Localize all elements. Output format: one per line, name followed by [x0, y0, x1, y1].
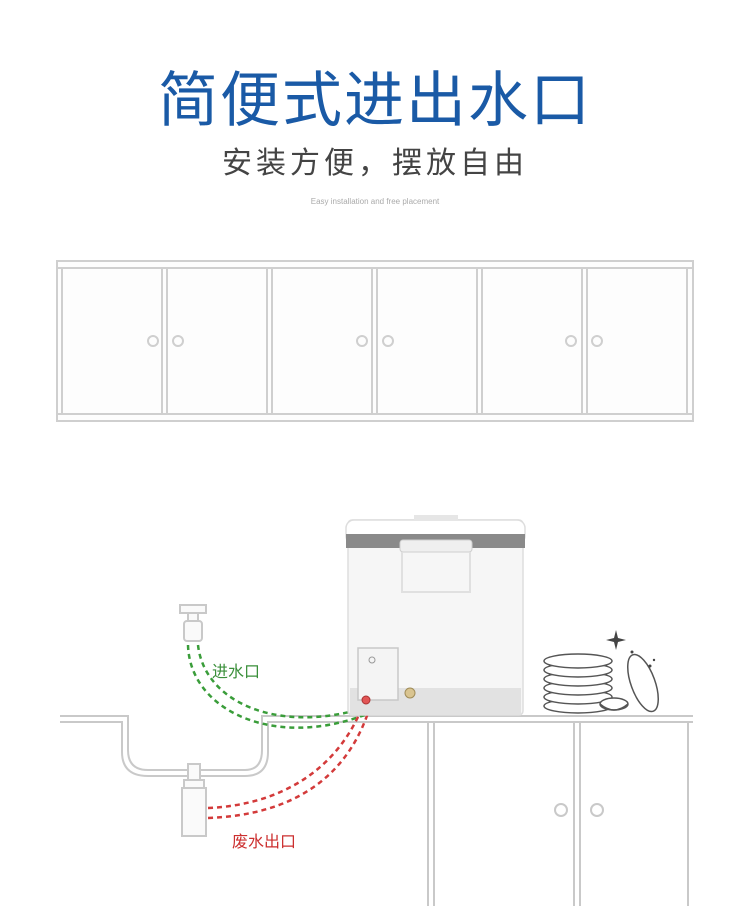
page-subtitle: 安装方便，摆放自由	[222, 146, 528, 181]
waste-hose	[207, 699, 374, 820]
dishes-stack	[543, 653, 659, 714]
dishwasher	[345, 515, 526, 716]
faucet	[179, 604, 207, 642]
countertop	[60, 715, 693, 777]
english-caption: Easy installation and free placement	[310, 197, 440, 206]
inlet-label: 进水口	[212, 662, 261, 681]
sparkle-icon	[606, 630, 656, 668]
page-title: 简便式进出水口	[158, 66, 592, 136]
lower-cabinet	[427, 722, 689, 906]
drain-pipe	[181, 763, 207, 837]
waste-outlet-label: 废水出口	[232, 832, 297, 851]
upper-cabinets	[56, 260, 694, 422]
